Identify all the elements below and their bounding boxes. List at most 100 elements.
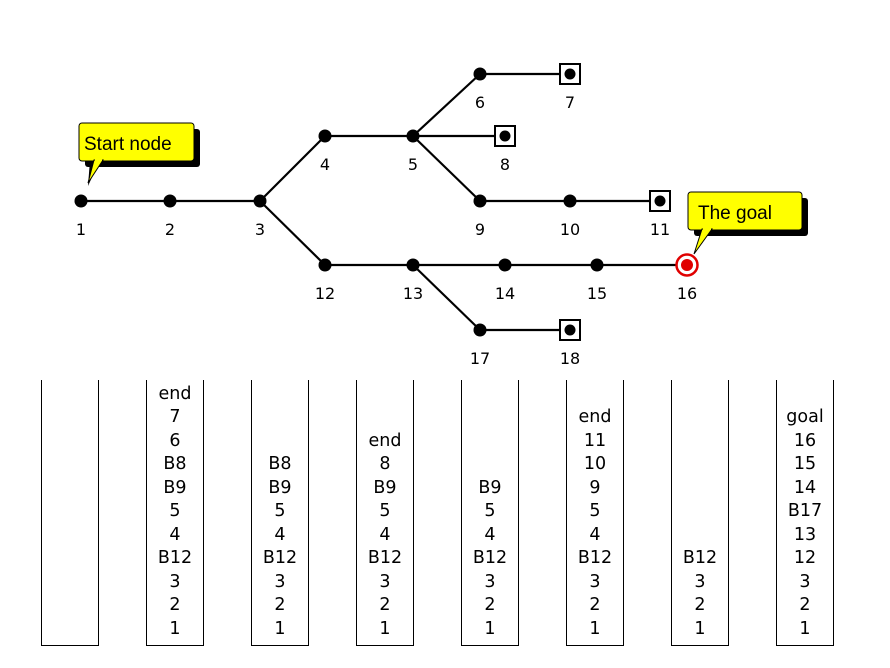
node-label-9: 9 <box>475 220 485 239</box>
stack-item: 1 <box>589 618 601 639</box>
stack-item: 4 <box>379 524 391 545</box>
node-dot-12 <box>318 258 332 272</box>
stack-item: 4 <box>484 524 496 545</box>
stack-item: B9 <box>268 477 292 498</box>
node-dot-13 <box>406 258 420 272</box>
stack-item: 1 <box>169 618 181 639</box>
stack-item: B12 <box>367 548 403 568</box>
stack-item: 2 <box>169 595 181 615</box>
stack-column-1 <box>41 380 99 646</box>
stack-item: 5 <box>589 501 601 521</box>
stack-item: 3 <box>589 571 601 592</box>
node-dot-6 <box>473 67 487 81</box>
node-dot-2 <box>163 194 177 208</box>
stack-item: 3 <box>484 571 496 592</box>
node-label-10: 10 <box>560 220 580 239</box>
node-label-16: 16 <box>677 284 697 303</box>
node-label-8: 8 <box>500 155 510 174</box>
edge-13-17 <box>412 264 481 331</box>
stack-item: B12 <box>157 548 193 568</box>
node-dot-5 <box>406 129 420 143</box>
stack-item: 4 <box>169 524 181 545</box>
start-node-callout: Start node <box>78 122 200 186</box>
node-dot-15 <box>590 258 604 272</box>
stack-item: 13 <box>793 524 817 545</box>
stack-item: 2 <box>379 595 391 615</box>
stack-item: 8 <box>379 454 391 474</box>
node-9 <box>473 194 487 208</box>
stack-item: B12 <box>262 548 298 568</box>
stack-item: 2 <box>799 595 811 615</box>
node-dot-7 <box>564 68 576 80</box>
stack-item: 15 <box>793 454 817 474</box>
stack-item: 9 <box>589 477 601 498</box>
node-10 <box>563 194 577 208</box>
stack-item: end <box>368 430 402 451</box>
node-dot-8 <box>499 130 511 142</box>
stack-item: 3 <box>169 571 181 592</box>
stack-item: 3 <box>274 571 286 592</box>
stack-item: 1 <box>799 618 811 639</box>
stack-item: 5 <box>169 501 181 521</box>
node-label-14: 14 <box>495 284 515 303</box>
node-label-7: 7 <box>565 93 575 112</box>
stack-item: 1 <box>694 618 706 639</box>
stack-item: 2 <box>589 595 601 615</box>
node-label-15: 15 <box>587 284 607 303</box>
stack-item: 6 <box>169 430 181 451</box>
node-3 <box>253 194 267 208</box>
node-label-11: 11 <box>650 220 670 239</box>
stack-item: B9 <box>163 477 187 498</box>
stack-item: 2 <box>274 595 286 615</box>
stack-item: 3 <box>694 571 706 592</box>
node-8 <box>494 125 516 147</box>
node-label-1: 1 <box>76 220 86 239</box>
node-12 <box>318 258 332 272</box>
stack-item: 11 <box>583 430 607 451</box>
node-dot-11 <box>654 195 666 207</box>
stack-item: 1 <box>274 618 286 639</box>
node-dot-9 <box>473 194 487 208</box>
goal-callout-text: The goal <box>698 203 772 224</box>
node-label-3: 3 <box>255 220 265 239</box>
stack-item: goal <box>786 407 824 427</box>
node-dot-10 <box>563 194 577 208</box>
node-dot-18 <box>564 324 576 336</box>
start-node-callout-text: Start node <box>84 134 172 155</box>
edge-5-6 <box>412 73 481 137</box>
node-7 <box>559 63 581 85</box>
stack-item: 5 <box>379 501 391 521</box>
stack-item: 10 <box>583 454 607 474</box>
node-13 <box>406 258 420 272</box>
node-6 <box>473 67 487 81</box>
stack-item: B12 <box>577 548 613 568</box>
node-2 <box>163 194 177 208</box>
node-11 <box>649 190 671 212</box>
stack-item: B9 <box>373 477 397 498</box>
stack-item: 4 <box>274 524 286 545</box>
node-1 <box>74 194 88 208</box>
stack-item: 12 <box>793 548 817 568</box>
stack-item: 5 <box>484 501 496 521</box>
stack-item: 3 <box>799 571 811 592</box>
node-dot-4 <box>318 129 332 143</box>
stack-item: 1 <box>379 618 391 639</box>
stack-item: B17 <box>787 501 823 521</box>
node-17 <box>473 323 487 337</box>
node-label-2: 2 <box>165 220 175 239</box>
nodes <box>74 63 699 341</box>
stack-item: 2 <box>484 595 496 615</box>
goal-dot <box>681 259 693 271</box>
node-label-18: 18 <box>560 349 580 368</box>
stack-item: 1 <box>484 618 496 639</box>
stack-item: 5 <box>274 501 286 521</box>
node-label-5: 5 <box>408 155 418 174</box>
